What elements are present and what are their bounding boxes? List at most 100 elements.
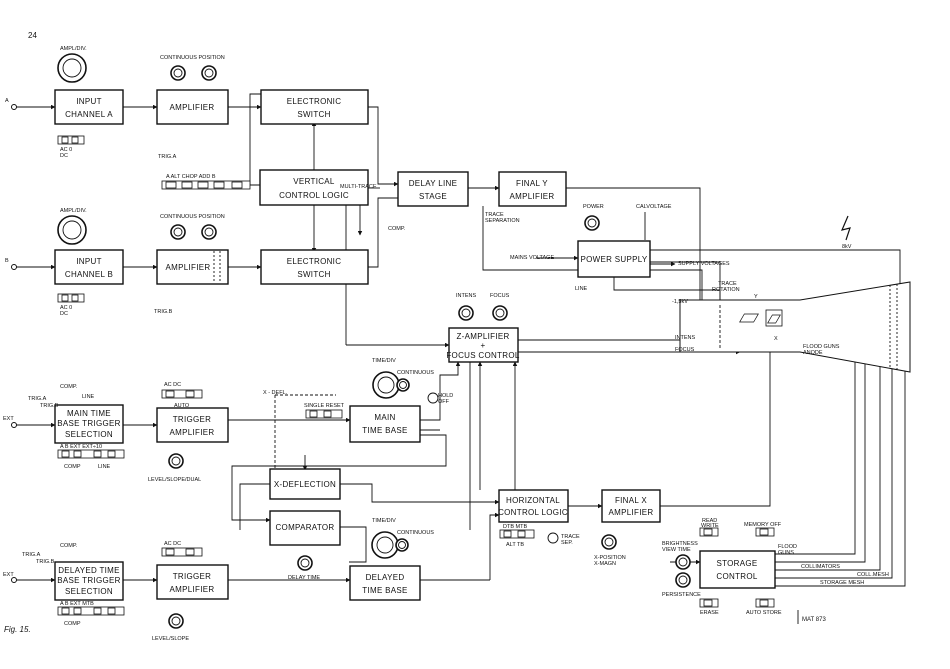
block-line: STORAGE [716, 559, 757, 568]
flood-guns-label: GUNS [778, 550, 794, 556]
display-mode-switch[interactable] [161, 180, 251, 190]
coupling-switch-b[interactable] [57, 293, 85, 303]
block-final-x-amplifier: FINAL X AMPLIFIER [601, 489, 661, 523]
brightness-knob[interactable] [675, 554, 691, 570]
continuous-main-knob[interactable] [396, 378, 410, 392]
coupling-switch-a[interactable] [57, 135, 85, 145]
block-line: AMPLIFIER [170, 585, 215, 594]
single-reset-switch[interactable] [305, 409, 343, 419]
power-knob[interactable] [584, 215, 600, 231]
hold-off-knob[interactable] [427, 392, 439, 404]
x-position-knob[interactable] [601, 534, 617, 550]
trig-a-input-label: TRIG.A [28, 396, 47, 402]
position-b-knob[interactable] [201, 224, 217, 240]
block-line: BASE TRIGGER [57, 576, 120, 585]
delayed-trigger-source-switch[interactable] [57, 606, 125, 616]
block-vertical-control-logic: VERTICAL CONTROL LOGIC [259, 169, 369, 206]
crt-tube [679, 281, 911, 373]
intens-knob[interactable] [458, 305, 474, 321]
ampl-div-a-knob[interactable] [57, 53, 87, 83]
line-trig-label: LINE [82, 394, 95, 400]
comp-bracket-label: COMP [64, 621, 81, 627]
block-line: MAIN TIME [67, 409, 111, 418]
block-line: AMPLIFIER [510, 192, 555, 201]
block-line: DELAY LINE [409, 179, 458, 188]
block-line: DELAYED [366, 573, 405, 582]
multi-trace-label: MULTI-TRACE [340, 184, 377, 190]
coupling-label: AC 0 [60, 147, 72, 153]
block-line: CONTROL [716, 572, 757, 581]
cont-pos-label: CONTINUOUS POSITION [160, 214, 225, 220]
position-a-knob[interactable] [201, 65, 217, 81]
block-line: BASE TRIGGER [57, 419, 120, 428]
continuous-a-knob[interactable] [170, 65, 186, 81]
block-trigger-amplifier-main: TRIGGER AMPLIFIER [156, 407, 229, 443]
trig-b-label: TRIG.B [154, 309, 173, 315]
time-div-delayed-knob[interactable] [371, 531, 399, 559]
flood-guns-label: FLOOD [778, 544, 797, 550]
read-write-switch[interactable] [699, 527, 719, 537]
cal-voltage-label: CALVOLTAGE [636, 204, 672, 210]
continuous-delayed-knob[interactable] [395, 538, 409, 552]
memory-off-switch[interactable] [755, 527, 775, 537]
block-line: AMPLIFIER [166, 263, 211, 272]
erase-switch[interactable] [699, 598, 719, 608]
time-div-label: TIME/DIV [372, 358, 396, 364]
coupling-label: DC [60, 153, 68, 159]
block-line: ELECTRONIC [287, 257, 342, 266]
figure-caption: Fig. 15. [4, 625, 31, 634]
mains-voltage-label: MAINS VOLTAGE [510, 255, 554, 261]
persistence-knob[interactable] [675, 572, 691, 588]
x-plate-label: X [774, 336, 778, 342]
trace-rotation-label: TRACE [718, 281, 737, 287]
comp-label: COMP. [60, 543, 78, 549]
intens-line-label: INTENS [675, 335, 696, 341]
block-input-channel-b: INPUT CHANNEL B [54, 249, 124, 285]
level-slope-dual-knob[interactable] [168, 453, 184, 469]
channel-a-label: A [5, 98, 9, 104]
focus-line-label: FOCUS [675, 347, 695, 353]
auto-store-switch[interactable] [755, 598, 775, 608]
block-line: VERTICAL [293, 177, 335, 186]
continuous-b-knob[interactable] [170, 224, 186, 240]
trace-sep-knob[interactable] [547, 532, 559, 544]
trig-a-label: TRIG.A [158, 154, 177, 160]
trigger-coupling-switch-main[interactable] [161, 389, 203, 399]
block-line: CONTROL LOGIC [279, 191, 349, 200]
block-line: POWER SUPPLY [580, 255, 647, 264]
ampl-div-label: AMPL/DIV. [60, 208, 87, 214]
main-trigger-source-switch[interactable] [57, 449, 125, 459]
auto-label: AUTO [174, 403, 190, 409]
collimators-label: COLLIMATORS [801, 564, 840, 570]
block-line: AMPLIFIER [170, 428, 215, 437]
input-a-terminal [11, 104, 17, 110]
time-div-main-knob[interactable] [372, 371, 400, 399]
comp-label: COMP. [60, 384, 78, 390]
persistence-label: PERSISTENCE [662, 592, 701, 598]
ext-label: EXT [3, 572, 14, 578]
block-amplifier-b: AMPLIFIER [156, 249, 229, 285]
hold-off-label: OFF [438, 399, 450, 405]
block-line: INPUT [76, 97, 102, 106]
cathode-voltage-label: -1,5kV [672, 299, 688, 305]
block-line: INPUT [76, 257, 102, 266]
read-write-label: WRITE [701, 523, 719, 529]
focus-knob[interactable] [492, 305, 508, 321]
block-line: FOCUS CONTROL [446, 351, 519, 360]
x-magn-label: X-MAGN [594, 561, 616, 567]
ampl-div-b-knob[interactable] [57, 215, 87, 245]
block-electronic-switch-b: ELECTRONIC SWITCH [260, 249, 369, 285]
delay-time-knob[interactable] [297, 555, 313, 571]
delay-time-label: DELAY TIME [288, 575, 320, 581]
tb-select-switch[interactable] [499, 529, 535, 539]
block-input-channel-a: INPUT CHANNEL A [54, 89, 124, 125]
block-horizontal-control-logic: HORIZONTAL CONTROL LOGIC [498, 489, 569, 523]
trigger-coupling-switch-delayed[interactable] [161, 547, 203, 557]
block-line: SWITCH [297, 270, 330, 279]
continuous-label: CONTINUOUS [397, 530, 434, 536]
block-line: SELECTION [65, 430, 113, 439]
block-delay-line-stage: DELAY LINE STAGE [397, 171, 469, 207]
trig-a-input-label: TRIG.A [22, 552, 41, 558]
level-slope-knob[interactable] [168, 613, 184, 629]
dtb-mtb-label: DTB MTB [503, 524, 527, 530]
